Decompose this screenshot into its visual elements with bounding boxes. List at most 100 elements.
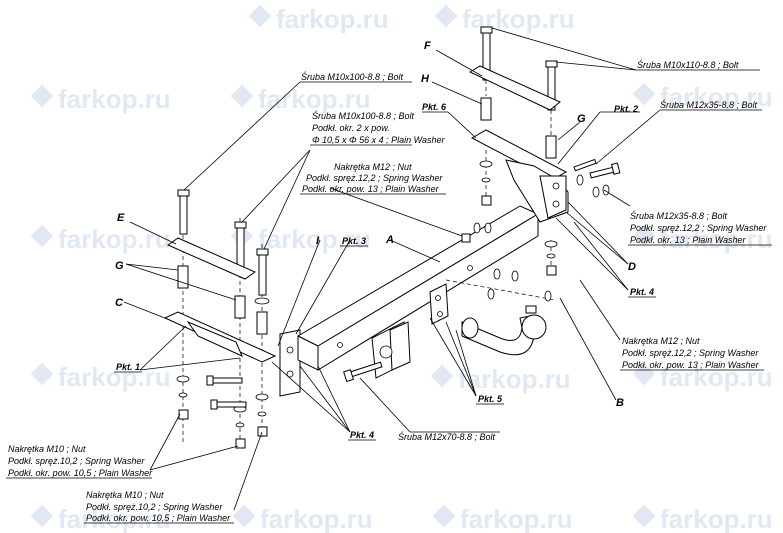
left-bracket-assembly bbox=[163, 189, 301, 449]
watermark: farkop.ru bbox=[632, 362, 773, 392]
label-pkt6: Pkt. 6 bbox=[422, 102, 447, 112]
watermark: farkop.ru bbox=[430, 364, 571, 394]
part-letter-labels: F H G E G C I A D B bbox=[115, 40, 636, 409]
callout-line: Podkł. spręż.12,2 ; Spring Washer bbox=[306, 173, 443, 183]
spacer-g-mid bbox=[234, 295, 246, 319]
callout-nut-m10-left: Nakrętka M10 ; Nut Podkł. spręż.10,2 ; S… bbox=[6, 444, 153, 479]
washer bbox=[487, 288, 495, 300]
label-a: A bbox=[385, 234, 394, 246]
watermark: farkop.ru bbox=[632, 82, 773, 112]
label-g-left: G bbox=[115, 260, 124, 272]
callout-labels: Śruba M10x110-8.8 ; Bolt Śruba M10x100-8… bbox=[6, 59, 772, 524]
spring-washer bbox=[473, 222, 481, 234]
watermark: farkop.ru bbox=[432, 504, 573, 533]
callout-line: Śruba M10x100-8.8 ; Bolt bbox=[312, 110, 415, 121]
callout-nut-m12-top: Nakrętka M12 ; Nut Podkł. spręż.12,2 ; S… bbox=[300, 162, 446, 195]
assembly-axis-line bbox=[445, 279, 556, 301]
bolt-m10x110-right bbox=[545, 60, 558, 111]
watermark-text: farkop.ru bbox=[58, 504, 171, 533]
crossbar-hole bbox=[467, 265, 473, 271]
callout-line: Nakrętka M10 ; Nut bbox=[8, 444, 86, 454]
watermark-text: farkop.ru bbox=[258, 84, 371, 114]
watermark-text: farkop.ru bbox=[660, 224, 773, 254]
nut-m10 bbox=[546, 265, 557, 276]
bolt-m12x70 bbox=[343, 361, 383, 383]
label-pkt4-bottom: Pkt. 4 bbox=[350, 430, 374, 440]
callout-line: Podkł. okr. pow. 13 ; Plain Washer bbox=[622, 360, 760, 370]
watermark-text: farkop.ru bbox=[276, 4, 389, 34]
watermark: farkop.ru bbox=[30, 224, 171, 254]
bolt-m10x100-left bbox=[177, 189, 190, 235]
right-bracket-assembly bbox=[461, 26, 621, 276]
callout-bolt-m12x70: Śruba M12x70-8.8 ; Bolt bbox=[398, 431, 496, 442]
ball-neck-collar bbox=[461, 317, 479, 339]
washer bbox=[602, 184, 610, 196]
callout-bolt-m12x35-right: Śruba M12x35-8.8 ; Bolt Podkł. spręż.12,… bbox=[628, 210, 772, 246]
spring-washer bbox=[178, 392, 188, 398]
watermark: farkop.ru bbox=[632, 504, 773, 533]
callout-line: Podkł. okr. pow. 10,5 ; Plain Washer bbox=[8, 468, 153, 478]
label-pkt5: Pkt. 5 bbox=[478, 394, 503, 404]
watermark-text: farkop.ru bbox=[660, 504, 773, 533]
bolt-m10x100-mid bbox=[234, 221, 247, 269]
label-i: I bbox=[316, 235, 320, 247]
spacer-g-left bbox=[177, 265, 189, 289]
washer bbox=[484, 222, 492, 234]
label-pkt1: Pkt. 1 bbox=[116, 362, 140, 372]
washer bbox=[493, 268, 501, 280]
callout-line: Φ 10,5 x Φ 56 x 4 ; Plain Washer bbox=[312, 135, 445, 145]
watermark: farkop.ru bbox=[30, 362, 171, 392]
callout-line: Nakrętka M12 ; Nut bbox=[334, 162, 412, 172]
watermark-text: farkop.ru bbox=[58, 224, 171, 254]
callout-line: Podkł. okr. 13 ; Plain Washer bbox=[630, 235, 747, 245]
watermark-text: farkop.ru bbox=[58, 362, 171, 392]
plate-f bbox=[468, 65, 561, 111]
washer bbox=[576, 174, 584, 186]
socket-icon bbox=[379, 345, 393, 359]
washer bbox=[511, 270, 519, 282]
ball-mount-assembly bbox=[343, 268, 556, 383]
callout-nut-m12-right: Nakrętka M12 ; Nut Podkł. spręż.12,2 ; S… bbox=[620, 336, 764, 371]
label-d: D bbox=[628, 261, 636, 273]
left-side-plate bbox=[279, 329, 301, 397]
watermark: farkop.ru bbox=[230, 84, 371, 114]
bolt-m12x35-side bbox=[589, 162, 621, 179]
nut-m10 bbox=[481, 195, 492, 206]
spacer-g-right bbox=[256, 311, 268, 335]
callout-line: Podkł. spręż.12,2 ; Spring Washer bbox=[622, 348, 759, 358]
socket-plate-side bbox=[389, 321, 411, 371]
plate-c-inner bbox=[186, 320, 243, 357]
tow-ball-cap bbox=[525, 305, 537, 314]
mount-hole bbox=[437, 311, 443, 317]
leader-lines bbox=[123, 27, 762, 511]
callout-line: Podkł. okr. pow. 10,5 ; Plain Washer bbox=[86, 513, 231, 523]
spring-washer bbox=[481, 177, 491, 183]
crossbar-a bbox=[296, 205, 540, 371]
watermark-layer: farkop.ru farkop.ru farkop.ru farkop.ru … bbox=[30, 4, 773, 533]
callout-line: Podkł. okr. 2 x pow. bbox=[312, 123, 390, 133]
bolt-m12-horizontal bbox=[206, 375, 243, 386]
callout-bolt-m12x35-top: Śruba M12x35-8.8 ; Bolt bbox=[660, 99, 758, 110]
label-e: E bbox=[117, 212, 125, 224]
washer bbox=[255, 393, 269, 401]
plate-hole bbox=[286, 346, 294, 354]
bolt-m12x35-top bbox=[573, 158, 597, 172]
nut-m12 bbox=[461, 233, 471, 243]
callout-line: Nakrętka M12 ; Nut bbox=[622, 336, 700, 346]
washer bbox=[176, 375, 190, 383]
label-pkt3: Pkt. 3 bbox=[342, 236, 366, 246]
spacer-h bbox=[480, 97, 492, 121]
spring-washer bbox=[257, 411, 267, 417]
callout-line: Podkł. okr. pow. 13 ; Plain Washer bbox=[302, 184, 440, 194]
plate-e bbox=[166, 237, 257, 280]
watermark-text: farkop.ru bbox=[258, 224, 371, 254]
point-labels: Pkt. 6 Pkt. 2 Pkt. 3 Pkt. 1 Pkt. 4 Pkt. … bbox=[114, 102, 656, 441]
label-g-right: G bbox=[577, 113, 586, 125]
label-h: H bbox=[421, 73, 430, 85]
label-pkt4-right: Pkt. 4 bbox=[630, 287, 654, 297]
callout-line: Podkł. spręż.10,2 ; Spring Washer bbox=[86, 502, 223, 512]
spring-washer bbox=[546, 253, 556, 259]
watermark: farkop.ru bbox=[232, 504, 373, 533]
spacer-g-right-side bbox=[545, 135, 557, 159]
